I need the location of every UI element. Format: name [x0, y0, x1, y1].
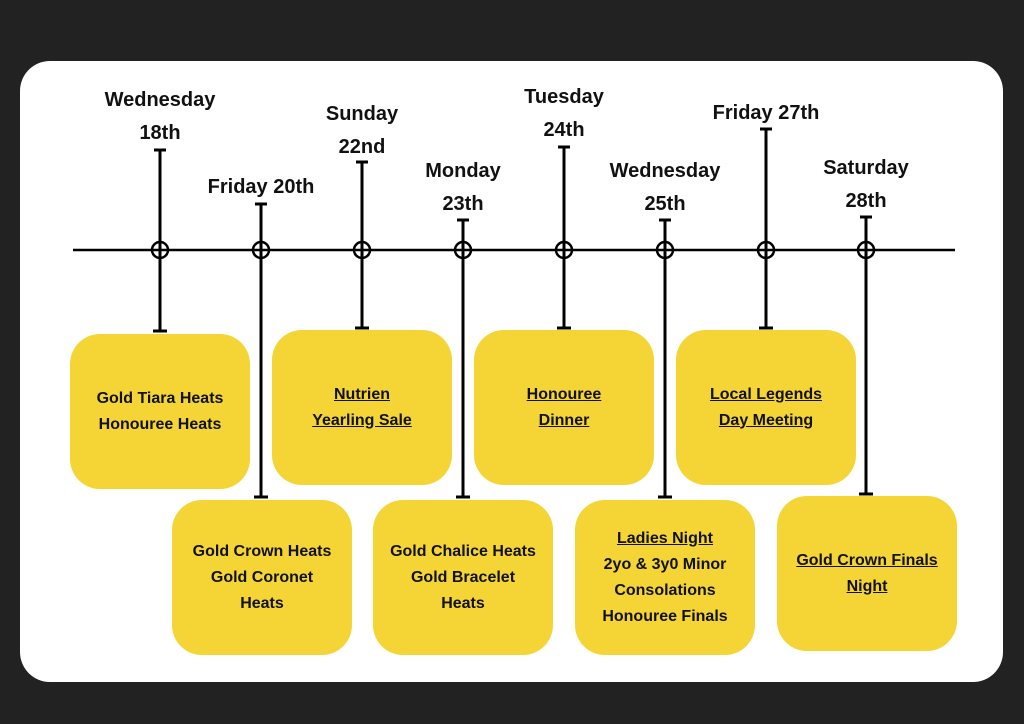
event-text-line: Heats	[240, 594, 284, 612]
event-date: Sunday 22nd	[282, 98, 442, 164]
event-date-line: Wednesday	[104, 89, 216, 111]
event-date-line: Tuesday	[524, 86, 604, 108]
event-date-line: 23th	[442, 193, 484, 215]
event-text-line: 2yo & 3y0 Minor	[603, 555, 727, 573]
event-text-line: Honouree Finals	[602, 607, 728, 625]
event-text-line: Honouree Heats	[98, 415, 222, 433]
event-text-line: Gold Chalice Heats	[390, 542, 536, 560]
timeline-node	[756, 240, 776, 260]
timeline-node	[856, 240, 876, 260]
event-text-line: Local Legends	[709, 385, 823, 403]
event-date-line: 25th	[644, 193, 686, 215]
event-text-line: Yearling Sale	[312, 411, 412, 429]
event-date-line: 22nd	[338, 136, 386, 158]
event-date: Friday 20th	[181, 171, 341, 204]
event-date: Wednesday 25th	[585, 155, 745, 221]
timeline-node	[352, 240, 372, 260]
event-date-line: 28th	[845, 190, 887, 212]
event-date: Tuesday 24th	[484, 81, 644, 147]
event-text-line: Ladies Night	[616, 529, 713, 547]
event-date-line: Wednesday	[609, 160, 721, 182]
event-text-line: Day Meeting	[718, 411, 814, 429]
event-text-line: Gold Tiara Heats	[96, 389, 224, 407]
event-date: Saturday 28th	[786, 152, 946, 218]
timeline-node	[251, 240, 271, 260]
event-text-line: Consolations	[614, 581, 716, 599]
event-date: Monday 23th	[383, 155, 543, 221]
event-date: Wednesday 18th	[80, 84, 240, 150]
event-text-line: Gold Crown Finals	[796, 551, 938, 569]
timeline-node	[554, 240, 574, 260]
event-date: Friday 27th	[686, 97, 846, 130]
event-text-line: Gold Crown Heats	[192, 542, 332, 560]
event-date-line: Friday 27th	[712, 102, 820, 124]
event-date-line: Monday	[425, 160, 501, 182]
event-text-line: Heats	[441, 594, 485, 612]
event-text-line: Gold Coronet	[210, 568, 314, 586]
event-date-line: 24th	[543, 119, 585, 141]
event-date-line: 18th	[139, 122, 181, 144]
event-text-line: Nutrien	[334, 385, 390, 403]
timeline-node	[453, 240, 473, 260]
timeline-node	[150, 240, 170, 260]
event-date-line: Friday 20th	[207, 176, 315, 198]
event-text-line: Night	[846, 577, 888, 595]
event-date-line: Saturday	[823, 157, 909, 179]
event-text-line: Gold Bracelet	[410, 568, 516, 586]
timeline-node	[655, 240, 675, 260]
event-text-line: Honouree	[526, 385, 602, 403]
event-date-line: Sunday	[325, 103, 399, 125]
event-text-line: Dinner	[538, 411, 590, 429]
